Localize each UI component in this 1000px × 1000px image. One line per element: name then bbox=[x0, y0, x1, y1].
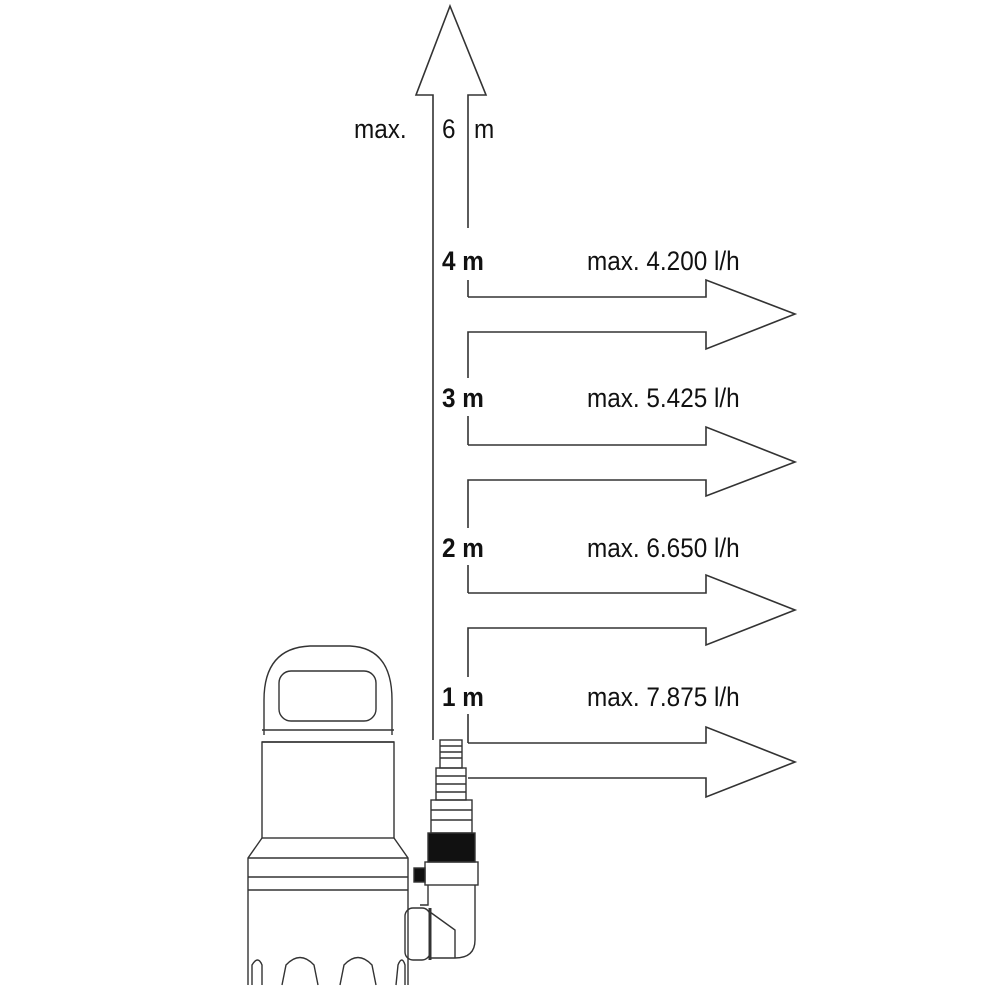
height-label-4m: 4 m bbox=[442, 246, 484, 276]
flow-arrow-2m bbox=[467, 573, 798, 743]
flow-label-3m: max. 5.425 l/h bbox=[587, 383, 740, 413]
flow-arrow-4m bbox=[467, 278, 798, 445]
max-height-prefix: max. bbox=[354, 114, 407, 144]
height-label-2m: 2 m bbox=[442, 533, 484, 563]
submersible-pump bbox=[247, 645, 479, 986]
vertical-max-height-arrow bbox=[414, 3, 488, 740]
max-height-unit: m bbox=[474, 114, 495, 144]
flow-label-4m: max. 4.200 l/h bbox=[587, 246, 740, 276]
flow-label-1m: max. 7.875 l/h bbox=[587, 682, 740, 712]
flow-label-2m: max. 6.650 l/h bbox=[587, 533, 740, 563]
max-height-value: 6 bbox=[442, 114, 456, 144]
height-label-1m: 1 m bbox=[442, 682, 484, 712]
height-label-3m: 3 m bbox=[442, 383, 484, 413]
flow-arrow-1m bbox=[468, 725, 798, 799]
flow-arrow-3m bbox=[467, 425, 798, 593]
